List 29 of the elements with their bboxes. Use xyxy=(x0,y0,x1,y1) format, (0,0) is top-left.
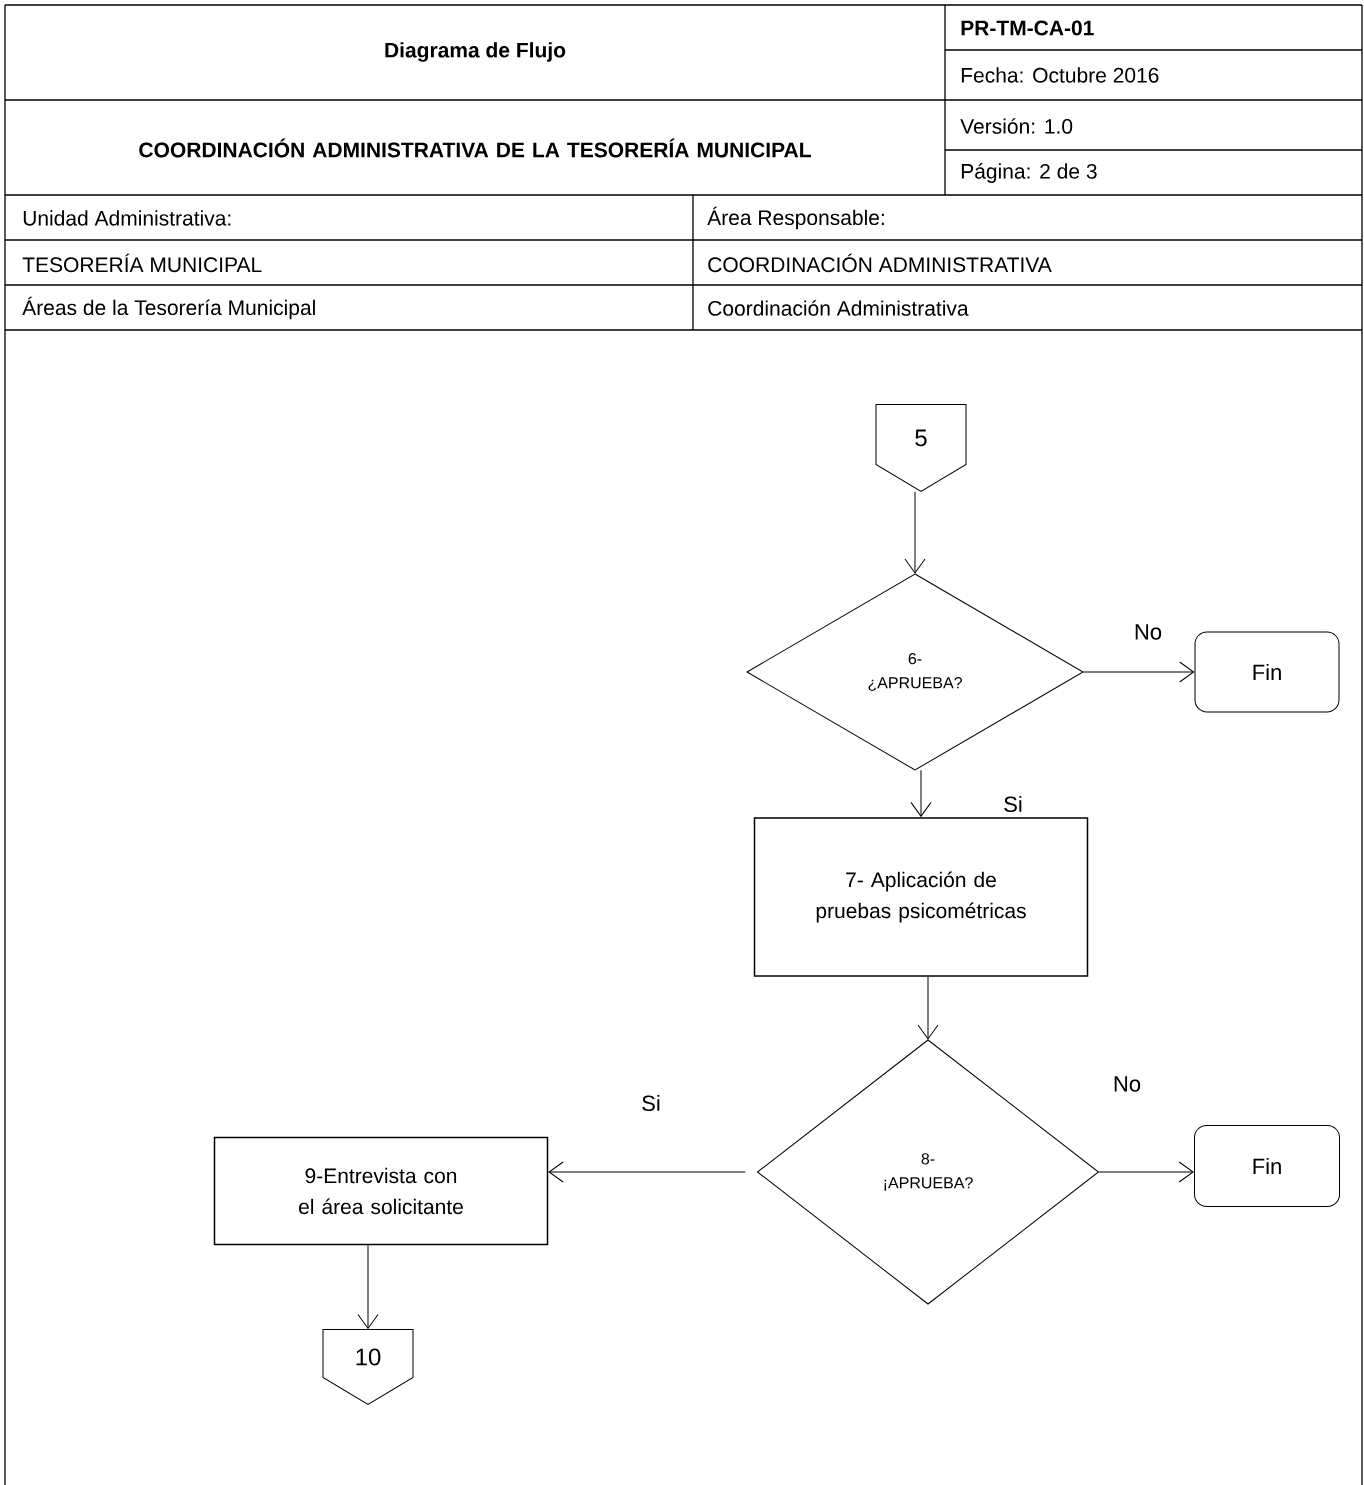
edge-label: No xyxy=(1131,622,1165,642)
edge-label: Si xyxy=(639,1092,663,1114)
arrow xyxy=(910,769,932,817)
arrow xyxy=(917,976,939,1040)
header-title: COORDINACIÓN ADMINISTRATIVA DE LA TESORERÍA MUNICIPAL xyxy=(139,138,811,158)
cell-text: PR-TM-CA-01 xyxy=(961,20,1094,36)
terminal-box: Fin xyxy=(1194,631,1340,713)
cell-text: Fecha: Octubre 2016 xyxy=(961,67,1159,83)
arrow xyxy=(1082,661,1195,683)
terminal-box: Fin xyxy=(1194,1125,1340,1207)
cell-text: Coordinación Administrativa xyxy=(708,300,969,316)
cell-text: COORDINACIÓN ADMINISTRATIVA xyxy=(708,253,1052,273)
edge-label: Si xyxy=(1001,793,1025,815)
cell-text: Área Responsable: xyxy=(707,206,884,230)
process-box: 9-Entrevista con el área solicitante xyxy=(213,1136,549,1246)
process-box: 7- Aplicación de pruebas psicométricas xyxy=(753,817,1089,977)
edge-label: No xyxy=(1110,1074,1144,1094)
arrow xyxy=(548,1161,746,1183)
header-title: Diagrama de Flujo xyxy=(385,42,566,62)
off-page-connector: 10 xyxy=(322,1329,414,1405)
cell-text: Unidad Administrativa: xyxy=(23,210,231,226)
arrow xyxy=(904,491,926,574)
cell-text: Página: 2 de 3 xyxy=(961,163,1097,183)
off-page-connector: 5 xyxy=(875,404,967,492)
cell-text: Áreas de la Tesorería Municipal xyxy=(22,296,315,320)
arrow xyxy=(1098,1161,1194,1183)
cell-text: Versión: 1.0 xyxy=(960,118,1073,134)
arrow xyxy=(357,1244,379,1329)
cell-text: TESORERÍA MUNICIPAL xyxy=(22,253,262,273)
